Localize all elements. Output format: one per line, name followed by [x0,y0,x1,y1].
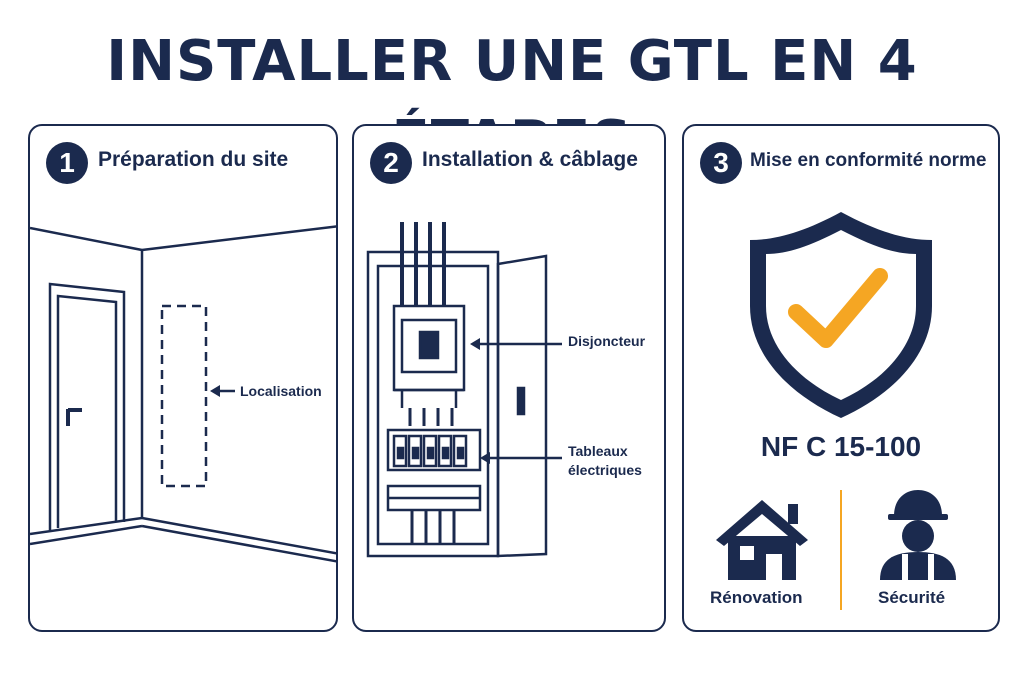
room-icon [30,225,336,563]
step-1-panel: 1 Préparation du site Localisation [28,124,338,632]
electrical-cabinet-icon [366,222,562,558]
step-2-title: Installation & câblage [422,148,638,171]
renovation-label: Rénovation [710,588,803,607]
step-1-badge: 1 [46,142,88,184]
security-label: Sécurité [878,588,946,607]
panels-label-line2: électriques [568,462,642,478]
step-3-panel: 3 Mise en conformité norme NF C 15-100 R… [682,124,1000,632]
panels-label-line1: Tableaux [568,443,628,459]
location-label: Localisation [240,383,322,399]
breaker-label: Disjoncteur [568,333,646,349]
worker-icon [880,490,956,580]
step-1-title: Préparation du site [98,148,289,171]
norm-label: NF C 15-100 [760,431,922,462]
door-icon [48,282,126,530]
step-2-panel: 2 Installation & câblage Disjoncteur Tab… [352,124,666,632]
house-icon [716,500,808,580]
step-3-badge: 3 [700,142,742,184]
shield-check-icon [750,212,932,418]
step-3-title: Mise en conformité norme [750,150,987,171]
step-2-badge: 2 [370,142,412,184]
